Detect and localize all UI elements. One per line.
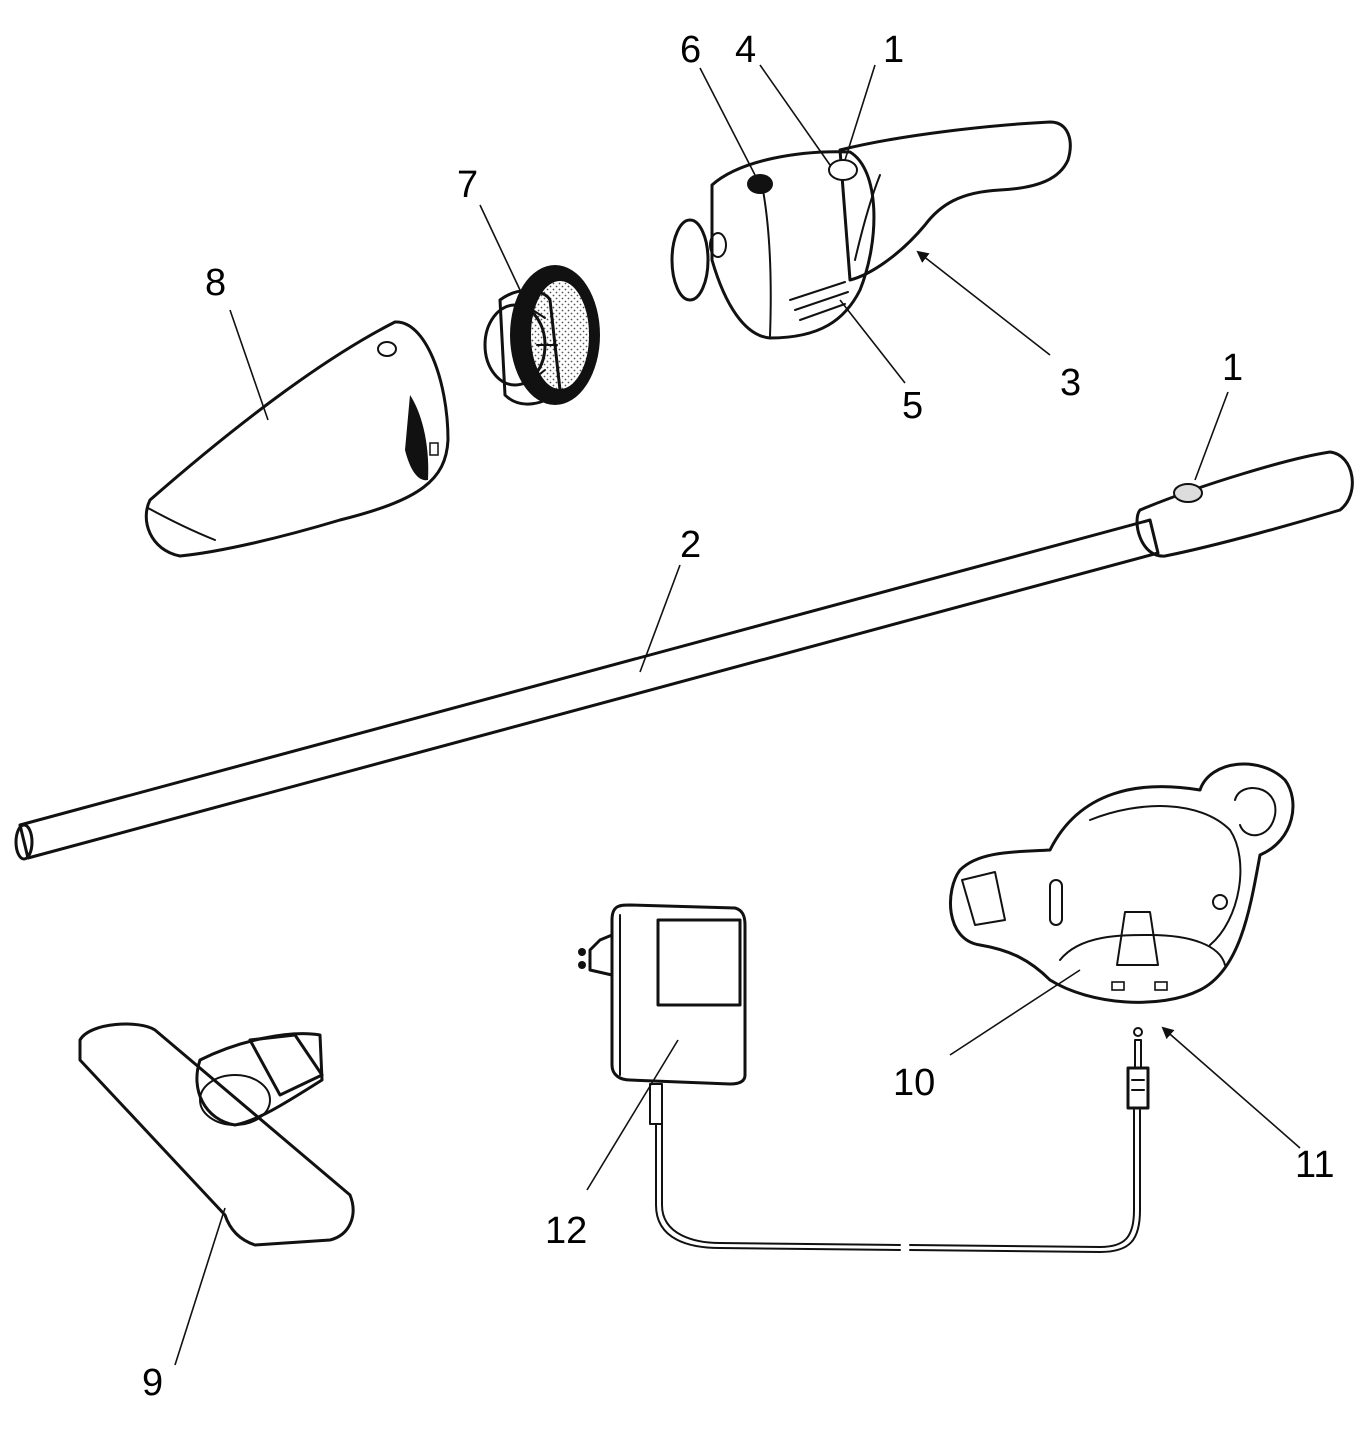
- hand-unit: [670, 120, 1072, 340]
- filter: [483, 265, 600, 406]
- label-dust-container: 8: [205, 262, 226, 304]
- label-body-top: 4: [735, 29, 756, 71]
- jack-plug: [1126, 1027, 1150, 1110]
- tube-button-icon: [1173, 483, 1203, 503]
- charging-base: [949, 762, 1295, 1004]
- label-vent: 5: [902, 385, 923, 427]
- label-charging-base: 10: [893, 1062, 935, 1104]
- dust-container: [144, 320, 450, 558]
- label-socket: 11: [1295, 1144, 1334, 1186]
- indicator-icon: [747, 174, 773, 194]
- label-button-top: 1: [883, 29, 904, 71]
- label-floor-nozzle: 9: [142, 1362, 163, 1404]
- power-adapter: [578, 903, 1141, 1253]
- label-indicator: 6: [680, 29, 701, 71]
- label-button-handle: 1: [1222, 347, 1243, 389]
- power-button-icon: [828, 159, 858, 181]
- label-tube: 2: [680, 524, 701, 566]
- label-adapter: 12: [545, 1210, 587, 1252]
- extension-tube: [14, 450, 1354, 861]
- floor-nozzle: [78, 1022, 355, 1247]
- label-hand-unit: 3: [1060, 362, 1081, 404]
- label-filter: 7: [457, 164, 478, 206]
